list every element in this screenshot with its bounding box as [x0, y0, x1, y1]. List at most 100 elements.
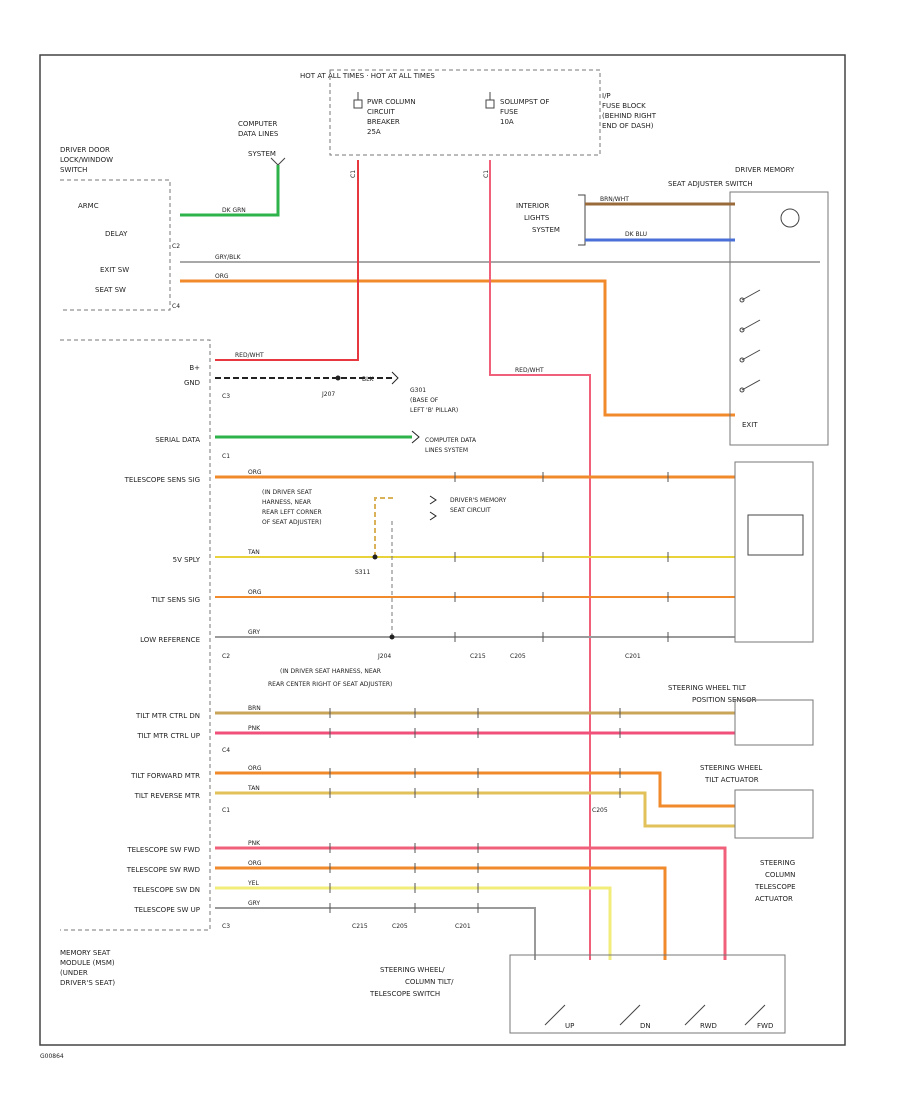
mem-switch-title-l2: SEAT ADJUSTER SWITCH: [668, 180, 753, 188]
mem-switch-outline: [729, 191, 829, 446]
door-switch-title-l1: DRIVER DOOR: [60, 146, 110, 154]
ground-note-l3: LEFT 'B' PILLAR): [410, 407, 458, 414]
computer-data-mid-l2: LINES SYSTEM: [425, 447, 468, 454]
ip-block-l2: FUSE BLOCK: [602, 102, 646, 110]
wl-dkblu: DK BLU: [625, 231, 647, 238]
door-pin-exit-sw: EXIT SW: [100, 266, 129, 274]
module-conn-c1b: C1: [222, 807, 230, 814]
module-outline: [60, 339, 211, 931]
fuse-left-l1: PWR COLUMN: [367, 98, 416, 106]
pin-5v-sply: 5V SPLY: [173, 556, 201, 564]
fuse-right-l2: FUSE: [500, 108, 518, 116]
ground-note-l2: (BASE OF: [410, 397, 439, 404]
circuit-breaker-symbol: [353, 92, 363, 109]
ip-block-l4: END OF DASH): [602, 122, 654, 130]
indicator-lamp-icon: [780, 208, 800, 228]
splice-j207-dot: [335, 375, 341, 381]
pin-low-reference: LOW REFERENCE: [140, 636, 200, 644]
splice-j204: J204: [377, 653, 391, 660]
harness2-l1: (IN DRIVER SEAT HARNESS, NEAR: [280, 668, 381, 675]
arrow-pair-icon: [429, 495, 437, 521]
computer-data-mid-l1: COMPUTER DATA: [425, 437, 477, 444]
arrow-down-icon: [270, 157, 286, 166]
tt-switch-l3: TELESCOPE SWITCH: [369, 990, 440, 998]
pin-tilt-sens-sig: TILT SENS SIG: [151, 596, 200, 604]
tt-switch-contacts: [544, 1004, 766, 1026]
computer-data-top-l1: COMPUTER: [238, 120, 277, 128]
module-conn-c3b: C3: [222, 923, 230, 930]
wl-brnwht: BRN/WHT: [600, 196, 629, 203]
pin-telescope-sw-fwd: TELESCOPE SW FWD: [126, 846, 200, 854]
door-pin-seat-sw: SEAT SW: [95, 286, 126, 294]
module-title-l4: DRIVER'S SEAT): [60, 979, 115, 987]
wire-label-blk: BLK: [362, 376, 374, 383]
pin-tilt-reverse-mtr: TILT REVERSE MTR: [134, 792, 201, 800]
wl-gry-2: GRY: [248, 900, 260, 907]
conn-c1-right: C1: [483, 170, 490, 178]
wire-label-redwht-ign: RED/WHT: [515, 367, 544, 374]
conn-c201: C201: [625, 653, 641, 660]
mem-switch-exit: EXIT: [742, 421, 758, 429]
module-title-l1: MEMORY SEAT: [60, 949, 111, 957]
tilt-sensor-l2: POSITION SENSOR: [692, 696, 757, 704]
fuse-right-l3: 10A: [500, 118, 514, 126]
tilt-sensor-box: [734, 699, 814, 746]
wl-yel-1: YEL: [247, 880, 259, 887]
pin-tilt-mtr-ctrl-dn: TILT MTR CTRL DN: [135, 712, 200, 720]
splice-s311: S311: [355, 569, 370, 576]
wire-telescope-dn: [215, 886, 612, 960]
tilt-actuator-l1: STEERING WHEEL: [700, 764, 762, 772]
interior-lights-l1: INTERIOR: [516, 202, 549, 210]
module-conn-c4: C4: [222, 747, 230, 754]
door-switch-outline: [60, 179, 171, 311]
fuse-left-l4: 25A: [367, 128, 381, 136]
tilt-telescope-switch-box: [509, 954, 786, 1034]
fuse-left-l2: CIRCUIT: [367, 108, 396, 116]
interior-lights-l3: SYSTEM: [532, 226, 560, 234]
pin-telescope-sw-up: TELESCOPE SW UP: [133, 906, 200, 914]
pin-bplus: B+: [189, 364, 200, 372]
arrow-right-icon: [411, 430, 420, 444]
telescope-actuator-l3: TELESCOPE: [754, 883, 796, 891]
wl-tan-2: TAN: [247, 785, 260, 792]
wire-tilt-reverse: [215, 791, 735, 828]
wire-telescope-fwd: [215, 846, 727, 960]
module-conn-c3: C3: [222, 393, 230, 400]
module-conn-c1: C1: [222, 453, 230, 460]
wl-org-1: ORG: [248, 469, 262, 476]
fuse-symbol: [485, 92, 495, 109]
figure-code: G00864: [40, 1053, 64, 1060]
tilt-sensor-l1: STEERING WHEEL TILT: [668, 684, 747, 692]
wire-label-grybk: GRY/BLK: [215, 254, 242, 261]
telescope-actuator-l4: ACTUATOR: [755, 895, 793, 903]
wire-label-org-seat: ORG: [215, 273, 229, 280]
computer-data-top-l3: SYSTEM: [248, 150, 276, 158]
interior-lights-bracket: [578, 194, 586, 246]
telescope-actuator-l1: STEERING: [760, 859, 795, 867]
splice-s311-dot: [372, 554, 378, 560]
wl-pnk-2: PNK: [248, 840, 261, 847]
tilt-actuator-box: [734, 789, 814, 839]
conn-c215b: C215: [352, 923, 368, 930]
conn-c215: C215: [470, 653, 486, 660]
pin-telescope-sens-sig: TELESCOPE SENS SIG: [124, 476, 200, 484]
ip-block-l1: I/P: [602, 92, 611, 100]
conn-c205c: C205: [392, 923, 408, 930]
wire-tilt-forward: [215, 771, 735, 808]
harness1-l2: HARNESS, NEAR: [262, 499, 311, 506]
wl-gry-1: GRY: [248, 629, 260, 636]
harness1-l4: OF SEAT ADJUSTER): [262, 519, 322, 526]
harness2-l2: REAR CENTER RIGHT OF SEAT ADJUSTER): [268, 681, 392, 688]
module-conn-c2: C2: [222, 653, 230, 660]
drivers-memory-l1: DRIVER'S MEMORY: [450, 497, 507, 504]
pin-tilt-forward-mtr: TILT FORWARD MTR: [130, 772, 200, 780]
wire-label-redwht-bplus: RED/WHT: [235, 352, 264, 359]
pin-serial-data: SERIAL DATA: [155, 436, 200, 444]
wire-serial-data-top: [180, 165, 280, 217]
tt-pos-up: UP: [565, 1022, 574, 1030]
interior-lights-l2: LIGHTS: [524, 214, 550, 222]
fuse-left-l3: BREAKER: [367, 118, 400, 126]
conn-c1-left: C1: [350, 170, 357, 178]
